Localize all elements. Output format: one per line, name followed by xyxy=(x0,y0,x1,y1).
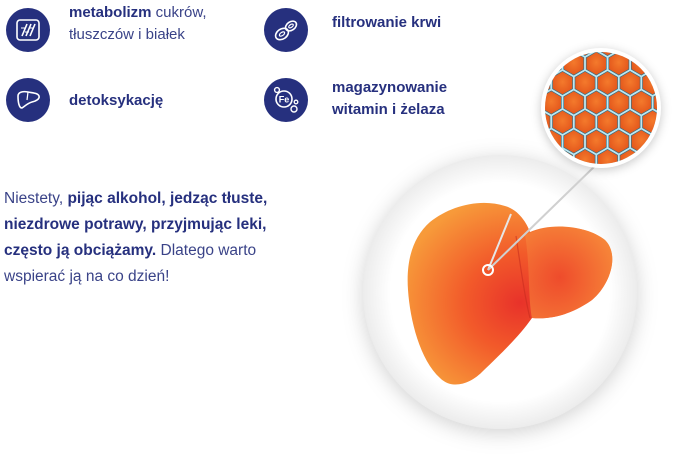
hex-cell xyxy=(563,129,585,154)
hex-cell xyxy=(619,52,641,56)
hex-cell xyxy=(507,32,527,55)
dna-icon-badge xyxy=(6,8,50,52)
hex-cell xyxy=(586,13,606,36)
hex-cell xyxy=(665,149,680,172)
hex-cell xyxy=(676,130,680,153)
hex-cell xyxy=(597,71,618,95)
body-paragraph: Niestety, pijąc alkohol, jedząc tłuste, … xyxy=(4,186,304,290)
feature-metabolism-bold: metabolizm xyxy=(69,4,152,21)
hex-cell xyxy=(507,71,527,94)
hex-cell xyxy=(676,13,680,36)
feature-storage: magazynowanie witamin i żelaza xyxy=(332,77,447,121)
hex-cell xyxy=(631,208,651,231)
hex-cell xyxy=(608,90,630,115)
hex-cell xyxy=(585,90,607,115)
hex-cell xyxy=(676,91,680,114)
paragraph-intro: Niestety, xyxy=(4,190,68,207)
hex-cell xyxy=(619,71,641,95)
hex-cell xyxy=(608,52,630,76)
hex-cell xyxy=(541,13,561,36)
hex-cell xyxy=(619,110,641,134)
hex-cell xyxy=(642,110,657,134)
hex-cell xyxy=(620,188,640,211)
hex-cell xyxy=(676,52,680,75)
iron-molecule-icon-badge: Fe xyxy=(264,78,308,122)
feature-metabolism-rest1: cukrów, xyxy=(151,4,207,21)
hex-cell xyxy=(643,188,663,211)
hex-cell xyxy=(653,52,657,76)
hex-cell xyxy=(564,13,584,36)
hex-cell xyxy=(574,149,596,164)
feature-metabolism: metabolizm cukrów, tłuszczów i białek xyxy=(69,2,207,46)
hex-cell xyxy=(519,13,539,36)
hex-cell xyxy=(574,110,596,134)
hex-cell xyxy=(631,13,651,36)
hex-cell xyxy=(563,90,585,115)
hex-cell xyxy=(609,169,629,192)
hex-cell xyxy=(665,188,680,211)
hex-cell xyxy=(574,71,596,95)
hex-cell xyxy=(665,71,680,94)
hex-cell xyxy=(519,91,539,114)
liver-icon xyxy=(17,90,40,109)
hex-cell xyxy=(545,110,551,134)
hex-cell xyxy=(676,169,680,192)
feature-storage-line1: magazynowanie xyxy=(332,79,448,96)
hex-cell xyxy=(507,110,527,133)
feature-detox-label: detoksykację xyxy=(69,92,164,109)
hex-cell xyxy=(642,52,657,56)
feature-detox: detoksykację xyxy=(69,90,163,112)
feature-blood-filtering-label: filtrowanie krwi xyxy=(332,14,442,31)
hex-cell xyxy=(631,169,651,192)
hex-cell xyxy=(545,71,551,95)
blood-cells-icon xyxy=(274,20,298,41)
iron-symbol: Fe xyxy=(279,95,290,105)
hex-cell xyxy=(653,129,657,154)
hex-cell xyxy=(654,169,674,192)
hex-cell xyxy=(545,90,562,115)
paragraph-outro: Dlatego warto wspierać ją na co dzień! xyxy=(4,242,257,285)
hex-cell xyxy=(552,52,573,56)
hex-cell xyxy=(630,90,652,115)
hex-cell xyxy=(597,110,618,134)
hex-cell xyxy=(552,110,573,134)
pointer-line-2 xyxy=(487,162,599,271)
hex-cell xyxy=(545,52,551,56)
liver-icon-badge xyxy=(6,78,50,122)
hex-cell xyxy=(609,13,629,36)
iron-molecule-icon: Fe xyxy=(273,86,299,113)
pointer-dot xyxy=(482,264,494,276)
hex-cell xyxy=(676,208,680,231)
liver-shape xyxy=(407,202,613,385)
hex-cell xyxy=(654,13,674,36)
feature-blood-filtering: filtrowanie krwi xyxy=(332,12,441,34)
hex-cell xyxy=(519,52,539,75)
feature-storage-line2: witamin i żelaza xyxy=(332,101,445,118)
hex-cell xyxy=(654,208,674,231)
hex-cell xyxy=(519,130,539,153)
hex-cell xyxy=(552,71,573,95)
dna-icon xyxy=(16,19,40,41)
hex-cell xyxy=(585,129,607,154)
blood-cells-icon-badge xyxy=(264,8,308,52)
pointer-line-1 xyxy=(487,213,512,271)
hex-cell xyxy=(665,110,680,133)
feature-metabolism-rest2: tłuszczów i białek xyxy=(69,26,185,43)
hex-cell xyxy=(653,90,657,115)
hex-cell xyxy=(642,149,657,164)
paragraph-emphasis: pijąc alkohol, jedząc tłuste, niezdrowe … xyxy=(4,190,268,259)
hex-cell xyxy=(585,52,607,76)
hex-cell xyxy=(608,129,630,154)
hex-cell xyxy=(597,149,618,164)
hex-cell xyxy=(665,32,680,55)
